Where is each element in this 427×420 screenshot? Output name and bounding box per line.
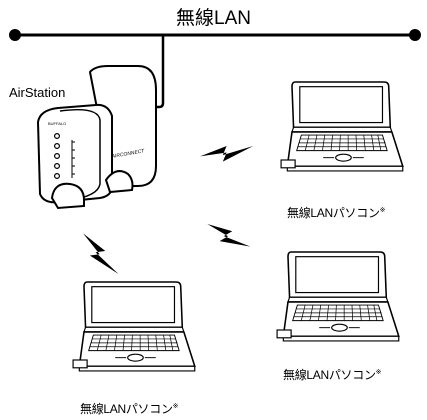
- client-label: 無線LANパソコン※: [287, 204, 386, 221]
- note-mark: ※: [379, 207, 386, 214]
- led-indicators: [53, 133, 60, 180]
- router-icon: BUFFALO AIRCONNECT: [36, 65, 157, 210]
- client-label: 無線LANパソコン※: [283, 366, 382, 383]
- laptop-icon: [276, 251, 400, 342]
- wireless-signal-icon: [203, 216, 251, 259]
- client-label-text: 無線LANパソコン: [283, 368, 376, 382]
- client-label-text: 無線LANパソコン: [287, 206, 380, 220]
- line-endpoint-left: [9, 29, 21, 41]
- network-line: [9, 29, 421, 109]
- wireless-signal-icon: [78, 228, 119, 282]
- laptop-icon: [72, 281, 196, 372]
- network-label: 無線LAN: [176, 8, 251, 29]
- laptop-icon: [280, 81, 404, 172]
- client-label: 無線LANパソコン※: [80, 400, 179, 417]
- router-brand-text: AIRCONNECT: [110, 148, 146, 160]
- router-maker-text: BUFFALO: [48, 121, 66, 126]
- note-mark: ※: [172, 403, 179, 410]
- note-mark: ※: [375, 369, 382, 376]
- wireless-signal-icon: [200, 146, 254, 162]
- line-endpoint-right: [409, 29, 421, 41]
- access-point-label: AirStation: [9, 85, 66, 100]
- client-label-text: 無線LANパソコン: [80, 402, 173, 416]
